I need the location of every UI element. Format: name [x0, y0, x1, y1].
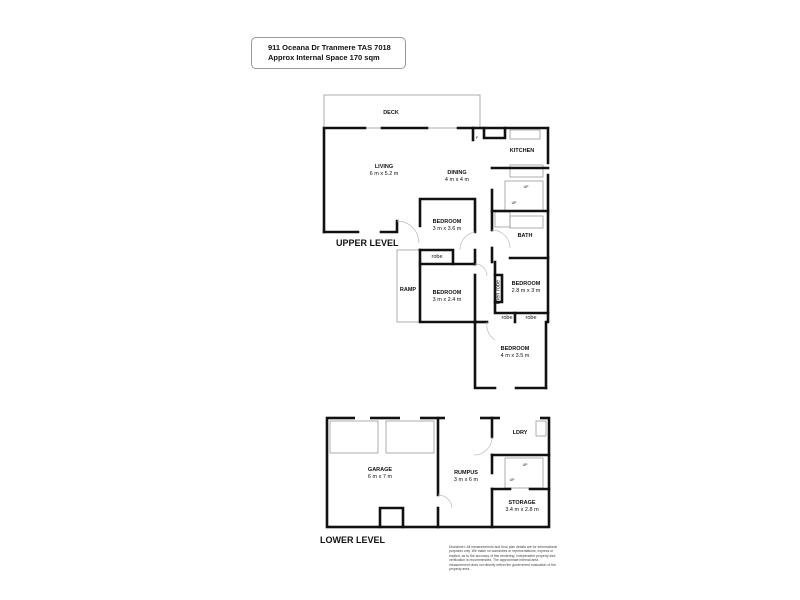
ramp-outline [396, 249, 421, 323]
room-ramp: RAMP [399, 287, 417, 293]
stair-label: UP [522, 463, 528, 467]
shower [494, 211, 511, 228]
deck-outline [323, 94, 481, 129]
fridge-label: F [475, 135, 479, 140]
lower-level-title: LOWER LEVEL [320, 535, 385, 545]
robe-label: robe [501, 315, 513, 321]
kitchen-bench [509, 164, 544, 178]
parking-bay-2 [385, 420, 435, 454]
internal-area: Approx Internal Space 170 sqm [268, 53, 380, 62]
robe-label: robe [431, 254, 443, 260]
linen-label: linen [495, 292, 502, 305]
stair-label: UP [509, 478, 515, 482]
kitchen-sink [509, 129, 541, 140]
bathtub [509, 215, 544, 229]
upper-level-title: UPPER LEVEL [336, 238, 399, 248]
thin-outlines [323, 94, 547, 489]
disclaimer: Disclaimer: All measurements and floor p… [449, 545, 557, 572]
door-swings [396, 220, 511, 509]
property-header: 911 Oceana Dr Tranmere TAS 7018 Approx I… [251, 37, 406, 69]
property-address: 911 Oceana Dr Tranmere TAS 7018 [268, 43, 391, 52]
room-deck: DECK [383, 110, 399, 116]
robe-label: robe [495, 279, 502, 292]
stair-label: UP [511, 201, 517, 205]
room-bath: BATH [517, 233, 533, 239]
walls [322, 126, 551, 529]
room-laundry: LDRY [512, 430, 528, 436]
room-kitchen: KITCHEN [509, 148, 535, 154]
laundry-tub [535, 420, 547, 437]
stair-label: UP [523, 185, 529, 189]
parking-bay-1 [329, 420, 379, 454]
lower-stairs [504, 457, 544, 489]
robe-label: robe [525, 315, 537, 321]
